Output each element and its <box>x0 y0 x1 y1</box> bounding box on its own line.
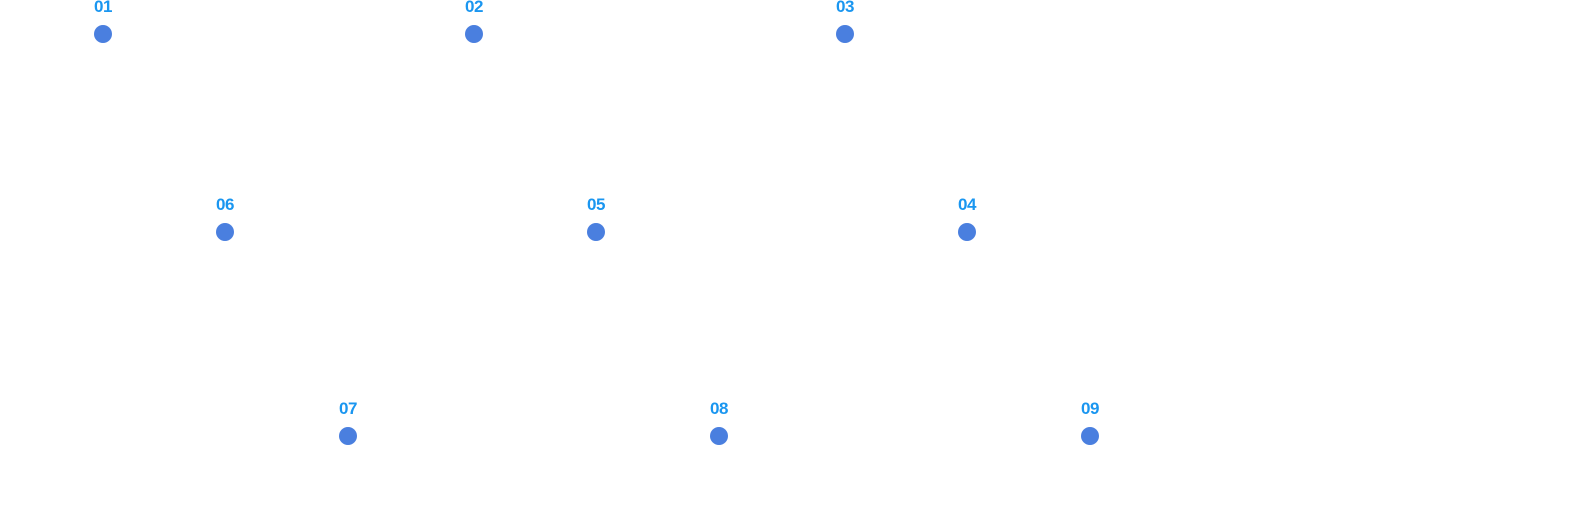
step-dot <box>216 223 234 241</box>
step-node-05: 05 <box>576 195 616 247</box>
step-label: 09 <box>1081 399 1099 418</box>
step-label: 03 <box>836 0 854 16</box>
step-dot <box>710 427 728 445</box>
step-label: 01 <box>94 0 112 16</box>
step-label: 05 <box>587 195 605 214</box>
step-dot <box>836 25 854 43</box>
step-node-09: 09 <box>1070 399 1110 451</box>
step-dot <box>339 427 357 445</box>
step-dot <box>465 25 483 43</box>
step-dot <box>94 25 112 43</box>
step-label: 07 <box>339 399 357 418</box>
step-node-08: 08 <box>699 399 739 451</box>
step-label: 06 <box>216 195 234 214</box>
step-node-06: 06 <box>205 195 245 247</box>
step-dot <box>1081 427 1099 445</box>
step-node-03: 03 <box>825 0 865 49</box>
step-node-02: 02 <box>454 0 494 49</box>
step-label: 02 <box>465 0 483 16</box>
step-dot <box>587 223 605 241</box>
step-dot <box>958 223 976 241</box>
step-label: 08 <box>710 399 728 418</box>
step-label: 04 <box>958 195 976 214</box>
step-node-04: 04 <box>947 195 987 247</box>
step-node-07: 07 <box>328 399 368 451</box>
step-node-01: 01 <box>83 0 123 49</box>
